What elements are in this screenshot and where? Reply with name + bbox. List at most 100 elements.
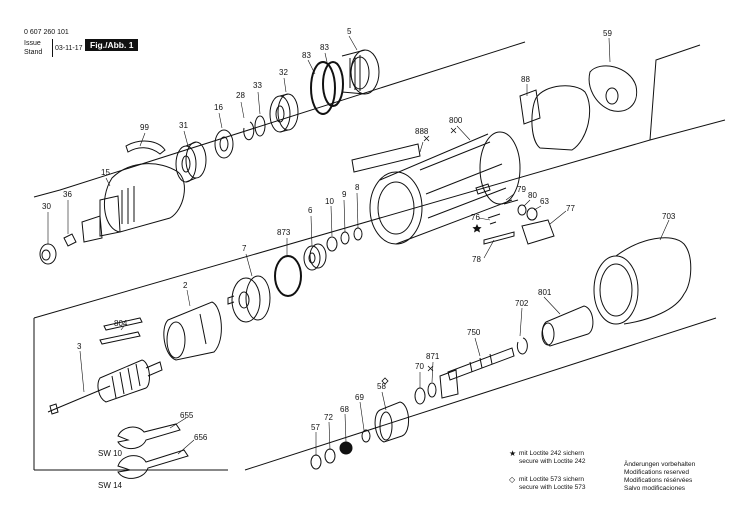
star-marker bbox=[472, 224, 482, 233]
part-76-pin bbox=[487, 213, 501, 225]
label-part-72: 72 bbox=[324, 413, 333, 422]
label-part-76: 76 bbox=[471, 213, 480, 222]
star-icon: ★ bbox=[509, 449, 517, 458]
label-part-32: 32 bbox=[279, 68, 288, 77]
part-750-spindle bbox=[439, 347, 515, 399]
label-part-750: 750 bbox=[467, 328, 481, 337]
part-57-washer bbox=[310, 454, 322, 470]
part-801-sleeve bbox=[541, 305, 594, 347]
label-part-7: 7 bbox=[242, 244, 247, 253]
label-part-15: 15 bbox=[101, 168, 110, 177]
part-2-cylinder bbox=[163, 301, 222, 361]
part-16-lock-washer bbox=[214, 129, 234, 159]
label-part-68: 68 bbox=[340, 405, 349, 414]
part-36-spring bbox=[63, 233, 77, 247]
part-58-collet bbox=[374, 401, 409, 443]
label-part-2: 2 bbox=[183, 281, 188, 290]
part-78-pin bbox=[483, 231, 515, 245]
label-part-83: 83 bbox=[320, 43, 329, 52]
label-part-871: 871 bbox=[426, 352, 440, 361]
part-79-pin bbox=[503, 199, 519, 205]
label-part-804: 804 bbox=[114, 319, 128, 328]
loctite-242-de: mit Loctite 242 sichern bbox=[519, 450, 585, 457]
loctite-573-de: mit Loctite 573 sichern bbox=[519, 476, 585, 483]
label-part-83: 83 bbox=[302, 51, 311, 60]
part-5-crown bbox=[341, 49, 380, 95]
label-part-656: 656 bbox=[194, 433, 208, 442]
label-part-655: 655 bbox=[180, 411, 194, 420]
label-part-80: 80 bbox=[528, 191, 537, 200]
part-3-rotor bbox=[47, 359, 163, 415]
part-873-o-ring bbox=[274, 255, 302, 297]
part-15-chuck-body bbox=[81, 163, 185, 243]
label-part-703: 703 bbox=[662, 212, 676, 221]
label-part-16: 16 bbox=[214, 103, 223, 112]
label-part-59: 59 bbox=[603, 29, 612, 38]
label-part-36: 36 bbox=[63, 190, 72, 199]
label-part-800: 800 bbox=[449, 116, 463, 125]
part-6-bearing bbox=[303, 243, 327, 271]
label-part-99: 99 bbox=[140, 123, 149, 132]
label-part-58: 58 bbox=[377, 382, 386, 391]
leader-lines bbox=[47, 35, 670, 456]
loctite-573-en: secure with Loctite 573 bbox=[519, 484, 586, 491]
label-part-10: 10 bbox=[325, 197, 334, 206]
label-part-69: 69 bbox=[355, 393, 364, 402]
part-80-ring bbox=[517, 204, 527, 216]
label-sw10: SW 10 bbox=[98, 449, 123, 458]
loctite-242-en: secure with Loctite 242 bbox=[519, 458, 586, 465]
document-number: 0 607 260 101 bbox=[24, 29, 69, 36]
part-32-bearing bbox=[269, 93, 299, 133]
modifications-notice: Änderungen vorbehalten Modifications res… bbox=[624, 461, 695, 493]
part-7-gear-plate bbox=[227, 275, 271, 323]
part-655-spanner bbox=[117, 423, 181, 449]
part-59-cap bbox=[588, 65, 638, 112]
part-70-washer bbox=[414, 387, 426, 405]
header-divider bbox=[52, 39, 53, 57]
part-83-o-rings bbox=[310, 61, 344, 115]
mod-en: Modifications reserved bbox=[624, 469, 690, 476]
part-72-washer bbox=[324, 448, 336, 464]
part-labels: 5 59 83 83 32 33 28 16 88 99 31 800 888 … bbox=[42, 27, 676, 490]
part-9-washer bbox=[340, 231, 350, 245]
label-part-873: 873 bbox=[277, 228, 291, 237]
label-part-88: 88 bbox=[521, 75, 530, 84]
part-800-motor-housing bbox=[369, 131, 521, 245]
label-part-5: 5 bbox=[347, 27, 352, 36]
figure-label: Fig./Abb. 1 bbox=[85, 39, 139, 51]
mod-es: Salvo modificaciones bbox=[624, 485, 686, 492]
part-10-washer bbox=[326, 236, 338, 252]
part-28-circlip bbox=[243, 121, 255, 141]
label-part-888: 888 bbox=[415, 127, 429, 136]
label-part-28: 28 bbox=[236, 91, 245, 100]
label-part-31: 31 bbox=[179, 121, 188, 130]
part-656-spanner bbox=[117, 449, 189, 479]
label-part-63: 63 bbox=[540, 197, 549, 206]
part-68-ball bbox=[339, 441, 353, 455]
part-69-spring bbox=[361, 429, 371, 443]
mod-de: Änderungen vorbehalten bbox=[624, 461, 696, 468]
part-99-shim bbox=[125, 140, 166, 155]
label-part-9: 9 bbox=[342, 190, 347, 199]
x-markers bbox=[423, 127, 457, 372]
part-88-housing-cap bbox=[519, 85, 591, 151]
label-part-30: 30 bbox=[42, 202, 51, 211]
label-sw14: SW 14 bbox=[98, 481, 123, 490]
mod-fr: Modifications résérvées bbox=[624, 477, 693, 484]
part-702-circlip bbox=[516, 337, 528, 355]
label-part-77: 77 bbox=[566, 204, 575, 213]
label-part-33: 33 bbox=[253, 81, 262, 90]
label-part-78: 78 bbox=[472, 255, 481, 264]
issue-date: 03-11-17 bbox=[55, 45, 83, 52]
part-871-o-ring bbox=[427, 382, 437, 398]
label-part-6: 6 bbox=[308, 206, 313, 215]
diamond-icon: ◇ bbox=[509, 475, 516, 484]
issue-label: Issue bbox=[24, 40, 41, 47]
part-63-ring bbox=[526, 207, 538, 221]
label-part-702: 702 bbox=[515, 299, 529, 308]
stand-label: Stand bbox=[24, 49, 43, 56]
part-703-nose-cap bbox=[593, 237, 692, 325]
part-888-label-strip bbox=[351, 143, 421, 173]
label-part-79: 79 bbox=[517, 185, 526, 194]
